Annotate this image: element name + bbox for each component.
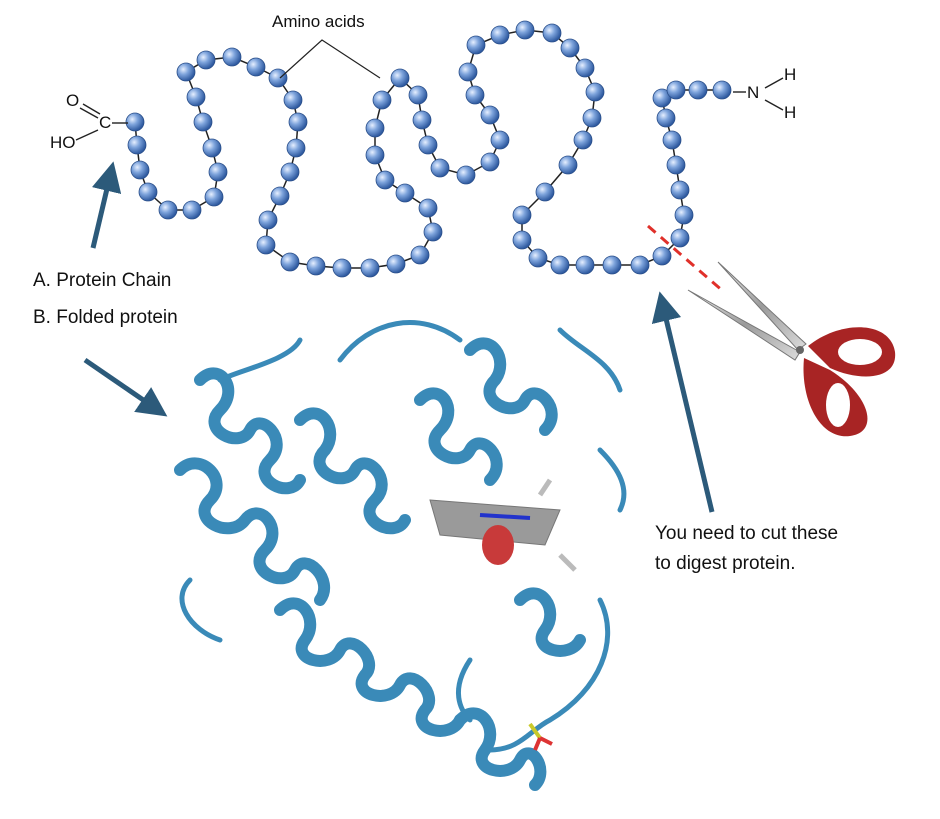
- amino-acid-bead: [410, 245, 430, 265]
- amino-acid-bead: [558, 155, 578, 175]
- amino-acid-bead: [652, 246, 672, 266]
- label-folded-protein: B. Folded protein: [33, 307, 178, 328]
- amino-acid-bead: [466, 35, 486, 55]
- amino-acid-bead: [535, 182, 555, 202]
- amino-acid-bead: [560, 38, 580, 58]
- heme-group: [429, 478, 577, 572]
- amino-acid-bead: [186, 87, 206, 107]
- amino-acid-bead: [573, 130, 593, 150]
- amino-acid-bead: [286, 138, 306, 158]
- amino-acid-bead: [575, 255, 595, 275]
- amino-acid-bead: [283, 90, 303, 110]
- amino-acid-bead: [490, 130, 510, 150]
- amino-acid-bead: [528, 248, 548, 268]
- amino-acids-pointer: [279, 39, 381, 79]
- arrow-to-chain: [90, 161, 122, 249]
- amino-acid-bead: [193, 112, 213, 132]
- amino-acid-bead: [515, 20, 535, 40]
- amino-acid-bead: [412, 110, 432, 130]
- carboxyl-bonds: [75, 103, 128, 141]
- amino-acid-bead: [670, 180, 690, 200]
- cut-note-line2: to digest protein.: [655, 553, 796, 574]
- amino-acid-bead: [386, 254, 406, 274]
- amino-acid-bead: [138, 182, 158, 202]
- hydroxyl-label: HO: [50, 133, 76, 152]
- amino-acid-bead: [418, 198, 438, 218]
- amino-acid-bead: [332, 258, 352, 278]
- amino-acid-bead: [395, 183, 415, 203]
- amino-acid-bead: [158, 200, 178, 220]
- amino-acid-bead: [246, 57, 266, 77]
- amino-acid-bead: [630, 255, 650, 275]
- amino-acid-bead: [418, 135, 438, 155]
- amino-acid-bead: [222, 47, 242, 67]
- amino-acid-bead: [582, 108, 602, 128]
- hydrogen-label-1: H: [784, 65, 797, 84]
- amino-acid-bead: [306, 256, 326, 276]
- nitrogen-label: N: [747, 83, 760, 102]
- amino-acid-bead: [666, 155, 686, 175]
- amino-acid-bead: [127, 135, 147, 155]
- amino-acid-bead: [288, 112, 308, 132]
- amino-acid-bead: [256, 235, 276, 255]
- amino-acid-bead: [423, 222, 443, 242]
- amino-acid-bead: [196, 50, 216, 70]
- amino-acid-bead: [674, 205, 694, 225]
- amino-acid-bead: [480, 105, 500, 125]
- cut-note-line1: You need to cut these: [655, 523, 839, 544]
- arrow-to-folded-protein: [83, 357, 168, 417]
- protein-chain: [125, 20, 732, 278]
- amino-acid-bead: [280, 252, 300, 272]
- amino-acid-bead: [456, 165, 476, 185]
- amino-acid-bead: [652, 88, 672, 108]
- amino-acid-bead: [130, 160, 150, 180]
- amino-acid-bead: [375, 170, 395, 190]
- amino-acids-label: Amino acids: [272, 12, 365, 31]
- scissors-icon: [687, 261, 896, 437]
- amino-acid-bead: [430, 158, 450, 178]
- amino-acid-bead: [258, 210, 278, 230]
- amino-acid-bead: [512, 230, 532, 250]
- amino-acid-bead: [204, 187, 224, 207]
- amino-acid-bead: [202, 138, 222, 158]
- arrow-to-cut-site: [651, 291, 715, 513]
- amino-acid-bead: [465, 85, 485, 105]
- amino-acid-bead: [182, 200, 202, 220]
- amino-acid-bead: [176, 62, 196, 82]
- amino-acid-bead: [656, 108, 676, 128]
- chain-bonds: [134, 29, 722, 269]
- amino-acid-bead: [270, 186, 290, 206]
- amine-bonds: [733, 77, 784, 111]
- amino-acid-bead: [550, 255, 570, 275]
- folded-protein: [174, 320, 627, 791]
- amino-acid-bead: [372, 90, 392, 110]
- amino-acid-bead: [365, 118, 385, 138]
- amino-acid-bead: [585, 82, 605, 102]
- amino-acid-bead: [360, 258, 380, 278]
- amino-acid-bead: [490, 25, 510, 45]
- amino-acid-bead: [125, 112, 145, 132]
- amino-acid-bead: [280, 162, 300, 182]
- amino-acid-bead: [688, 80, 708, 100]
- amino-acid-bead: [208, 162, 228, 182]
- amino-acid-bead: [458, 62, 478, 82]
- amino-acid-bead: [408, 85, 428, 105]
- amino-acid-bead: [575, 58, 595, 78]
- amino-acid-bead: [480, 152, 500, 172]
- label-protein-chain: A. Protein Chain: [33, 270, 172, 291]
- sulfate-ion: [528, 722, 553, 751]
- oxygen-label: O: [66, 91, 80, 110]
- amino-acid-bead: [542, 23, 562, 43]
- hydrogen-label-2: H: [784, 103, 797, 122]
- amino-acid-bead: [512, 205, 532, 225]
- carbon-label: C: [99, 113, 112, 132]
- amino-acid-bead: [390, 68, 410, 88]
- amino-acid-bead: [365, 145, 385, 165]
- amino-acid-bead: [666, 80, 686, 100]
- amino-acid-bead: [662, 130, 682, 150]
- amino-acid-bead: [602, 255, 622, 275]
- amino-acid-bead: [268, 68, 288, 88]
- amino-acid-bead: [670, 228, 690, 248]
- amino-acid-bead: [712, 80, 732, 100]
